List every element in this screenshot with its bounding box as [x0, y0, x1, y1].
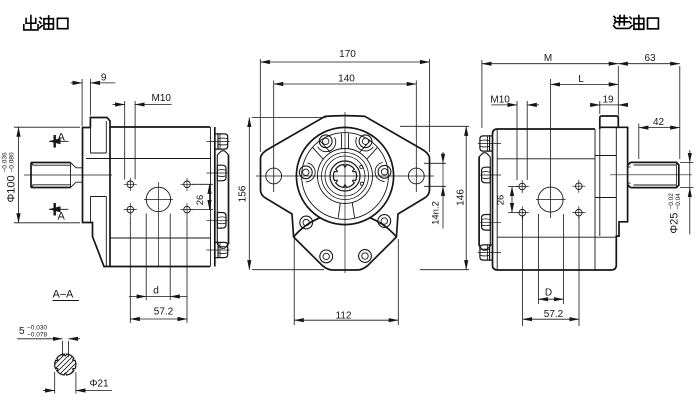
svg-text:−0.04: −0.04: [675, 193, 682, 210]
svg-text:L: L: [578, 74, 584, 85]
svg-text:26: 26: [496, 195, 507, 206]
svg-text:M: M: [544, 53, 552, 64]
svg-text:63: 63: [644, 53, 656, 64]
svg-text:26: 26: [195, 195, 206, 206]
svg-text:19: 19: [602, 95, 614, 106]
svg-text:d: d: [153, 286, 159, 297]
svg-text:Φ100: Φ100: [6, 175, 18, 202]
svg-text:A–A: A–A: [53, 289, 74, 301]
svg-text:M10: M10: [490, 95, 510, 106]
svg-text:M10: M10: [152, 93, 172, 104]
svg-text:42: 42: [653, 117, 665, 128]
svg-text:−0.080: −0.080: [9, 152, 16, 172]
svg-text:D: D: [545, 288, 552, 299]
svg-text:Φ21: Φ21: [89, 379, 109, 390]
svg-text:170: 170: [339, 49, 356, 60]
svg-text:9: 9: [101, 73, 107, 84]
svg-text:A: A: [58, 132, 66, 144]
svg-text:−0.02: −0.02: [668, 193, 675, 210]
svg-text:5: 5: [19, 326, 25, 337]
svg-text:146: 146: [456, 189, 467, 206]
svg-text:−0.078: −0.078: [27, 331, 47, 338]
svg-text:156: 156: [238, 185, 249, 202]
svg-text:−0.036: −0.036: [2, 152, 9, 172]
svg-text:A: A: [58, 211, 66, 223]
svg-text:14n.2: 14n.2: [431, 201, 442, 225]
svg-text:Φ25: Φ25: [669, 213, 681, 234]
svg-text:140: 140: [338, 74, 355, 85]
svg-text:57.2: 57.2: [154, 307, 174, 318]
svg-text:−0.030: −0.030: [27, 324, 47, 331]
svg-text:57.2: 57.2: [544, 309, 564, 320]
svg-text:112: 112: [336, 311, 352, 322]
